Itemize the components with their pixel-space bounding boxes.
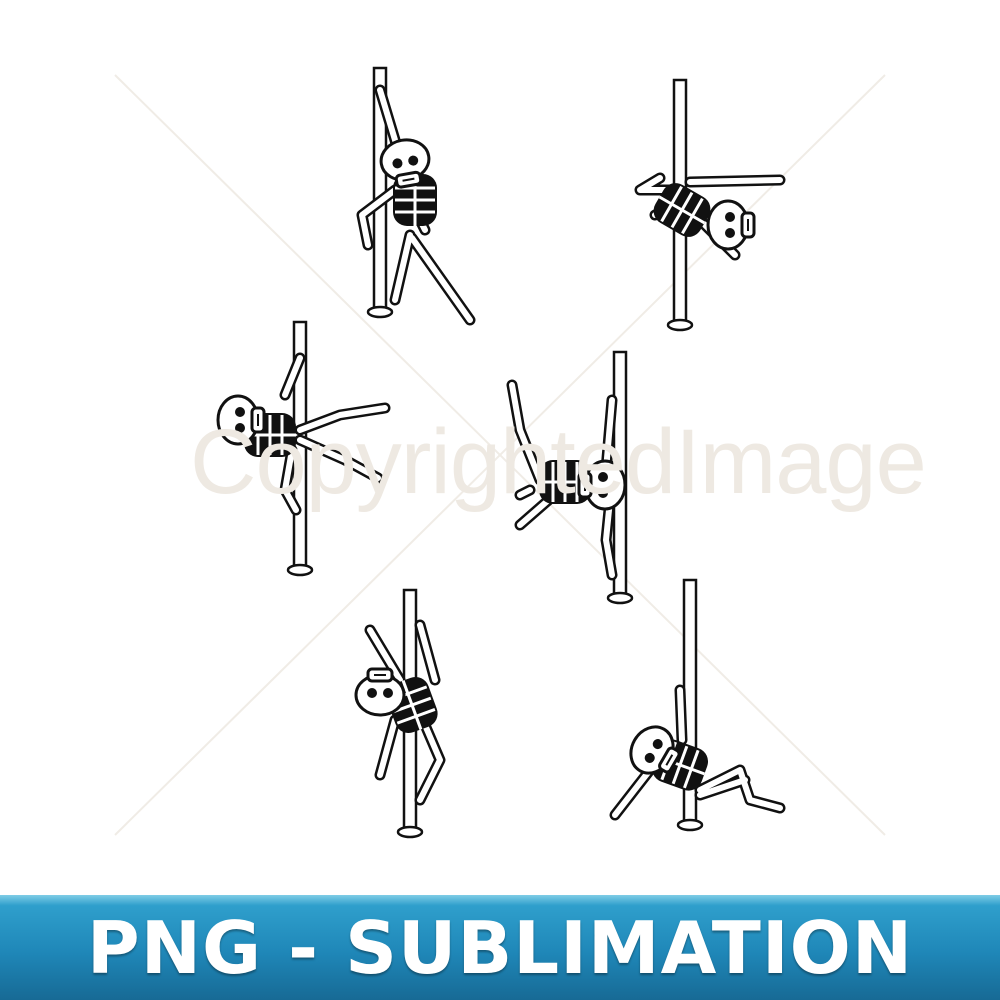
watermark-lines (114, 74, 886, 836)
skeleton-figure-2 (634, 78, 786, 332)
skeleton-figure-6 (609, 578, 786, 832)
skeleton-figure-5 (354, 588, 446, 839)
artwork-canvas (114, 66, 886, 839)
skeleton-figure-3 (216, 320, 391, 577)
sublimation-banner: PNG - SUBLIMATION (0, 895, 1000, 1000)
skeleton-figure-1 (356, 66, 476, 326)
banner-label: PNG - SUBLIMATION (86, 905, 914, 990)
skeleton-figure-4 (506, 350, 634, 605)
